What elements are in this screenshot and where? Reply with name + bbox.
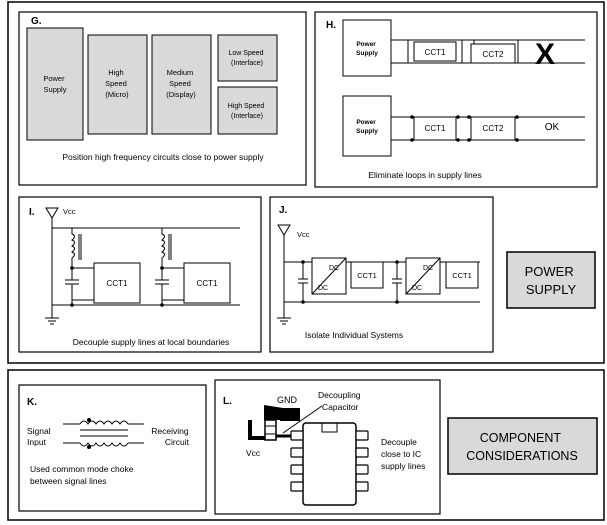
bottom-cct2-label: CCT2: [483, 124, 504, 133]
bottom-connection-dots: [410, 115, 519, 142]
panel-h: H. Power Supply CCT1 CCT2 X Power Supply: [314, 11, 598, 188]
panel-g-caption: Position high frequency circuits close t…: [62, 152, 264, 162]
signal-input-label: Signal Input: [27, 426, 53, 447]
choke-dot-top: [87, 418, 91, 422]
panel-i-letter: I.: [29, 207, 35, 218]
panel-j-vcc-label: Vcc: [297, 230, 310, 239]
panel-k: K. Signal Input Receiving Circuit Used c…: [18, 384, 207, 512]
panel-l-vcc-label: Vcc: [246, 448, 261, 458]
power-supply-section-frame: [7, 1, 605, 364]
dc-label-b-top: DC: [423, 265, 433, 272]
panel-j-cct1-block-a: [350, 261, 384, 289]
panel-j-cct1-label-b: CCT1: [452, 271, 472, 280]
panel-j-cct1-label-a: CCT1: [357, 271, 377, 280]
panel-h-letter: H.: [326, 20, 336, 31]
gnd-trace: [264, 405, 283, 420]
panel-j-dots: [301, 260, 399, 304]
dc-label-a-bottom: DC: [318, 285, 328, 292]
bottom-cct1-label: CCT1: [425, 124, 446, 133]
component-considerations-heading-box: [447, 417, 598, 475]
bottom-power-supply-label: Power Supply: [356, 119, 378, 135]
panel-l: L. GND Decoupling Capacitor Vcc: [214, 379, 441, 515]
panel-i-vcc-label: Vcc: [63, 207, 76, 216]
panel-i-cct1-label-b: CCT1: [197, 279, 218, 288]
component-section-frame: [7, 369, 605, 521]
panel-k-frame: [18, 384, 207, 512]
ic-notch: [321, 423, 338, 433]
ic-package-icon: [302, 422, 357, 506]
high-speed-micro-label: High Speed (Micro): [105, 68, 129, 99]
panel-i-cct1-block-b: [183, 262, 231, 304]
panel-g-letter: G.: [31, 16, 42, 27]
bad-example-x-mark: X: [535, 38, 555, 71]
vcc-antenna-icon: [45, 207, 59, 228]
ok-label: OK: [545, 122, 560, 133]
top-cct2-label: CCT2: [483, 50, 504, 59]
high-speed-interface-block: [217, 86, 278, 135]
common-mode-choke-icon: [63, 420, 144, 447]
gnd-label: GND: [277, 395, 298, 405]
panel-i-cct1-block-a: [93, 262, 141, 304]
component-considerations-heading: COMPONENT CONSIDERATIONS: [466, 431, 578, 463]
power-supply-heading: POWER SUPPLY: [525, 264, 578, 297]
high-speed-interface-label: High Speed (Interface): [228, 103, 267, 120]
ic-pins: [290, 430, 369, 492]
medium-speed-display-label: Medium Speed (Display): [166, 68, 196, 99]
top-power-supply-label: Power Supply: [356, 41, 378, 57]
power-supply-heading-box: [506, 251, 596, 309]
panel-i-dots: [70, 266, 164, 307]
panel-i-caption: Decouple supply lines at local boundarie…: [73, 337, 229, 347]
bottom-cct1-block: [413, 116, 457, 141]
power-supply-block: [26, 27, 84, 141]
panel-k-letter: K.: [27, 397, 37, 408]
panel-j: J. Vcc DC DC: [269, 196, 494, 353]
panel-j-caption: Isolate Individual Systems: [305, 330, 403, 340]
panel-i-cct1-label-a: CCT1: [107, 279, 128, 288]
dc-label-a-top: DC: [329, 265, 339, 272]
bottom-power-supply-block: [342, 95, 392, 157]
panel-i-circuit: [45, 227, 240, 325]
decoupling-capacitor-label: Decoupling Capacitor: [318, 390, 363, 412]
panel-j-cct1-block-b: [445, 261, 479, 289]
power-supply-block-label: Power Supply: [43, 74, 66, 94]
bottom-cct2-block: [470, 116, 516, 141]
gnd-pad: [280, 408, 300, 421]
capacitor-pointer-line: [282, 405, 323, 434]
panel-h-caption: Eliminate loops in supply lines: [368, 170, 481, 180]
panel-j-letter: J.: [279, 205, 288, 216]
dc-label-b-bottom: DC: [412, 285, 422, 292]
high-speed-micro-block: [87, 34, 148, 135]
low-speed-interface-block: [217, 34, 278, 82]
medium-speed-display-block: [151, 34, 212, 135]
panel-l-letter: L.: [223, 396, 232, 407]
panel-j-vcc-antenna-icon: [277, 224, 291, 245]
panel-i: I. Vcc: [18, 196, 262, 353]
receiving-circuit-label: Receiving Circuit: [151, 426, 191, 447]
choke-dot-bottom: [87, 445, 91, 449]
panel-g: G. Power Supply High Speed (Micro) Mediu…: [18, 11, 307, 186]
low-speed-interface-label: Low Speed (Interface): [229, 50, 266, 67]
panel-k-caption: Used common mode choke between signal li…: [30, 464, 136, 486]
top-power-supply-block: [342, 19, 392, 77]
top-cct1-label: CCT1: [425, 48, 446, 57]
dc-dc-converter-a-diagonal: [311, 257, 347, 295]
dc-dc-converter-b-diagonal: [405, 257, 441, 295]
decoupling-capacitor-icon: [264, 419, 277, 441]
top-cct1-block: [413, 41, 457, 62]
panel-l-note: Decouple close to IC supply lines: [381, 437, 425, 471]
top-cct2-block: [470, 43, 516, 64]
